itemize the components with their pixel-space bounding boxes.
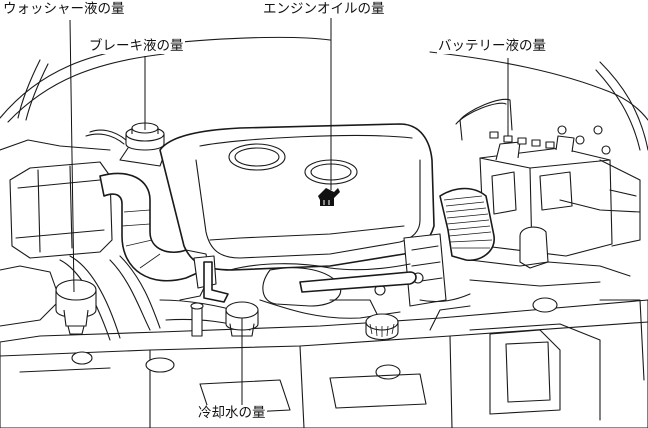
- corrugated-hose: [439, 187, 495, 261]
- leader-lines: [69, 18, 509, 406]
- label-battery-fluid: バッテリー液の量: [437, 38, 547, 54]
- label-engine-oil: エンジンオイルの量: [262, 1, 386, 17]
- engine-cover: [159, 123, 435, 271]
- label-brake-fluid: ブレーキ液の量: [88, 38, 185, 54]
- lower-engine: [159, 249, 471, 331]
- label-washer-fluid: ウォッシャー液の量: [2, 1, 126, 17]
- intake-duct: [99, 172, 205, 282]
- radiator-cap: [365, 313, 399, 341]
- washer-reservoir-cap: [55, 279, 97, 335]
- battery: [455, 98, 641, 257]
- right-components: [374, 199, 641, 307]
- air-cleaner-box: [0, 139, 113, 327]
- dipstick: [190, 302, 204, 337]
- brake-reservoir: [85, 122, 167, 167]
- hoses: [59, 255, 161, 341]
- oil-can-icon: [318, 188, 340, 206]
- label-coolant: 冷却水の量: [197, 405, 267, 421]
- front-panel: [0, 297, 648, 428]
